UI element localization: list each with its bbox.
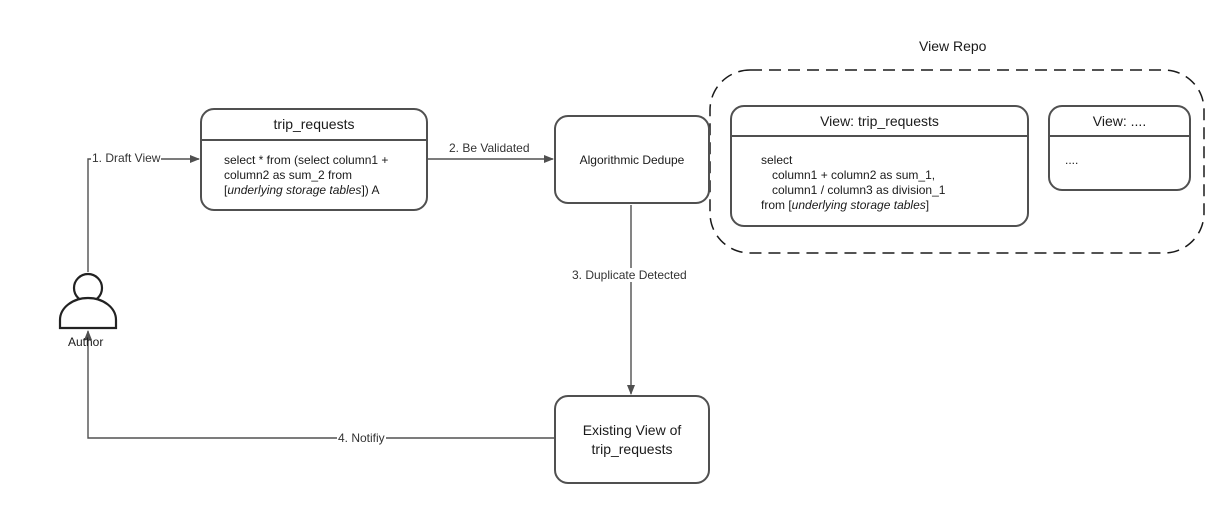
repo-view-other-node[interactable]: View: .... .... <box>1048 105 1191 191</box>
edge-draft-view <box>87 155 200 272</box>
author-label: Author <box>68 335 104 349</box>
existing-view-line: trip_requests <box>591 440 673 457</box>
draft-sql-line: column2 as sum_2 from <box>224 168 353 182</box>
algorithmic-dedupe-label: Algorithmic Dedupe <box>579 152 685 167</box>
repo-view-sql: select column1 + column2 as sum_1, colum… <box>732 137 1027 213</box>
algorithmic-dedupe-node[interactable]: Algorithmic Dedupe <box>554 115 710 204</box>
view-repo-boundary <box>709 69 1205 254</box>
repo-sql-line: column1 + column2 as sum_1, <box>772 168 936 182</box>
draft-sql-line: [underlying storage tables]) A <box>224 183 380 197</box>
existing-view-line: Existing View of <box>582 421 682 438</box>
draft-view-sql: select * from (select column1 + column2 … <box>202 141 426 198</box>
draft-sql-line: select * from (select column1 + <box>224 153 389 167</box>
repo-sql-line: from [underlying storage tables] <box>761 198 930 212</box>
edge-notify <box>84 330 554 439</box>
edge-label-notify: 4. Notifiy <box>337 431 386 445</box>
repo-sql-line: select <box>761 153 793 167</box>
edge-label-be-validated: 2. Be Validated <box>449 141 530 155</box>
repo-other-body: .... <box>1065 153 1079 167</box>
repo-other-title: View: .... <box>1050 107 1189 137</box>
author-actor-icon <box>58 272 118 330</box>
draft-view-title: trip_requests <box>202 110 426 141</box>
repo-sql-line: column1 / column3 as division_1 <box>772 183 946 197</box>
edge-label-duplicate-detected: 3. Duplicate Detected <box>571 268 688 282</box>
view-repo-title: View Repo <box>919 38 987 54</box>
repo-view-title: View: trip_requests <box>732 107 1027 137</box>
repo-view-trip-requests-node[interactable]: View: trip_requests select column1 + col… <box>730 105 1029 227</box>
edge-label-draft-view: 1. Draft View <box>91 151 162 165</box>
draft-view-node[interactable]: trip_requests select * from (select colu… <box>200 108 428 211</box>
existing-view-node[interactable]: Existing View of trip_requests <box>554 395 710 484</box>
